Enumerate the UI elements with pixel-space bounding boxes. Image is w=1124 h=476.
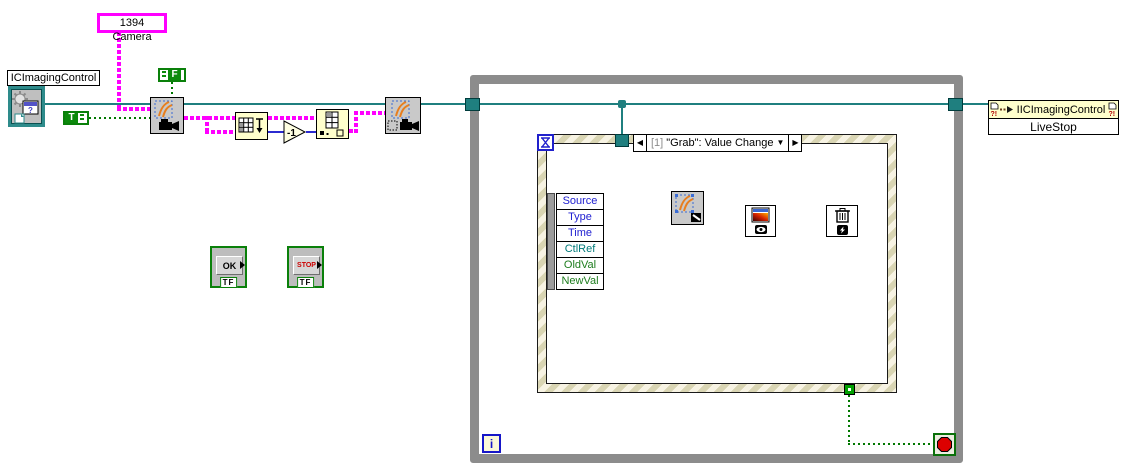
- event-index-label: [1]: [651, 137, 664, 149]
- zap-glyph: [840, 226, 845, 234]
- camera-open-node[interactable]: [150, 97, 184, 134]
- event-selector: ◀ [1] "Grab": Value Change ▼ ▶: [633, 134, 803, 152]
- activex-reference-node[interactable]: ?: [8, 86, 45, 127]
- boolean-output-arrow-icon: [240, 261, 245, 269]
- invoke-method[interactable]: LiveStop: [989, 119, 1118, 134]
- constant-pattern-icon: [162, 71, 166, 79]
- event-dropdown-icon[interactable]: ▼: [776, 138, 785, 147]
- event-data-oldval: OldVal: [556, 257, 604, 274]
- stop-sign-icon: [937, 437, 952, 452]
- event-tunnel-top[interactable]: [615, 134, 629, 147]
- wire-index-out-a[interactable]: [349, 129, 358, 133]
- event-data-ctlref: CtlRef: [556, 241, 604, 258]
- wire-size-to-decrement[interactable]: [268, 131, 284, 133]
- iteration-i-label: i: [489, 436, 494, 451]
- event-data-newval: NewVal: [556, 273, 604, 290]
- wire-index-out-b[interactable]: [354, 111, 358, 133]
- snap-image-node[interactable]: [671, 191, 704, 225]
- false-letter: F: [168, 70, 181, 80]
- hourglass-icon: [541, 137, 550, 148]
- wire-array-branch-horizontal[interactable]: [205, 130, 236, 134]
- image-window-icon: [751, 207, 770, 234]
- prev-event-arrow-icon[interactable]: ◀: [634, 135, 647, 151]
- wire-stop-horizontal[interactable]: [848, 443, 935, 445]
- invoke-class-label[interactable]: IICImagingControl: [1016, 103, 1106, 116]
- activex-container-icon: ?: [12, 91, 39, 124]
- wire-camera-name-horizontal[interactable]: [117, 107, 151, 111]
- stop-button-terminal[interactable]: STOP TF: [287, 246, 324, 288]
- wire-reference-inside-loop[interactable]: [479, 103, 952, 105]
- event-tunnel-bottom[interactable]: [844, 384, 855, 395]
- array-size-icon: [238, 117, 263, 133]
- wire-stop-vertical[interactable]: [848, 395, 850, 444]
- loop-tunnel-right[interactable]: [948, 98, 963, 111]
- constant-pattern-icon: [80, 114, 84, 122]
- invoke-node[interactable]: ?! IICImagingControl ?! LiveStop: [988, 100, 1119, 135]
- index-array-node[interactable]: [316, 109, 349, 139]
- image-display-node[interactable]: [745, 205, 776, 237]
- wire-reference-main[interactable]: [45, 103, 470, 105]
- while-loop[interactable]: [470, 75, 963, 463]
- false-constant[interactable]: F: [158, 68, 186, 82]
- wire-decrement-to-index[interactable]: [306, 131, 317, 133]
- wire-boolean-false[interactable]: [171, 82, 173, 98]
- loop-tunnel-left[interactable]: [465, 98, 480, 111]
- next-event-arrow-icon[interactable]: ▶: [788, 135, 801, 151]
- svg-text:-1: -1: [287, 128, 296, 139]
- ok-button-terminal[interactable]: OK TF: [210, 246, 247, 288]
- loop-iteration-terminal[interactable]: i: [482, 434, 501, 453]
- control-ref-label[interactable]: ICImagingControl: [7, 70, 100, 86]
- camera-config-node[interactable]: [385, 97, 421, 134]
- camera-open-icon: [154, 100, 179, 131]
- boolean-output-arrow-icon: [317, 261, 322, 269]
- ok-button-label: OK: [222, 260, 237, 271]
- event-name-label: "Grab": Value Change: [666, 137, 774, 149]
- tf-type-label: TF: [219, 277, 238, 288]
- array-size-node[interactable]: [235, 112, 268, 140]
- reference-glyph-icon: ?!: [1109, 102, 1117, 117]
- ok-button[interactable]: OK: [216, 256, 243, 275]
- event-data-time: Time: [556, 225, 604, 242]
- method-arrow-icon: [1000, 106, 1013, 113]
- camera-snap-icon: [675, 194, 701, 222]
- wire-boolean-true[interactable]: [89, 117, 150, 119]
- wire-junction-dot[interactable]: [618, 100, 626, 108]
- wire-array-branch-vertical[interactable]: [205, 116, 209, 133]
- event-timeout-icon[interactable]: [537, 134, 554, 151]
- wire-reference-branch-down[interactable]: [621, 105, 623, 136]
- wire-reference-to-invoke[interactable]: [962, 103, 988, 105]
- event-structure[interactable]: [537, 134, 897, 393]
- svg-text:?!: ?!: [991, 111, 998, 117]
- camera-config-icon: [387, 100, 419, 131]
- stop-button-label: STOP: [297, 262, 316, 269]
- event-data-type: Type: [556, 209, 604, 226]
- trash-icon: [835, 208, 850, 235]
- camera-name-constant[interactable]: 1394 Camera: [97, 13, 167, 43]
- reference-glyph-icon: ?!: [991, 102, 999, 117]
- event-data-node[interactable]: Source Type Time CtlRef OldVal NewVal: [547, 193, 604, 290]
- control-ref-text: ICImagingControl: [10, 72, 97, 84]
- camera-name-text: 1394 Camera: [112, 17, 152, 43]
- tf-type-label: TF: [296, 277, 315, 288]
- minus-one-icon: -1: [283, 120, 307, 144]
- stop-button[interactable]: STOP: [293, 256, 320, 275]
- true-letter: T: [65, 113, 78, 123]
- event-data-rail: [547, 193, 555, 290]
- svg-text:?: ?: [28, 106, 33, 115]
- subtract-one-node[interactable]: -1: [283, 120, 307, 144]
- wire-index-out-c[interactable]: [354, 111, 386, 115]
- true-constant[interactable]: T: [63, 111, 89, 125]
- index-array-icon: [320, 111, 344, 137]
- svg-text:?!: ?!: [1109, 111, 1116, 117]
- event-data-source: Source: [556, 193, 604, 210]
- image-dispose-node[interactable]: [826, 205, 858, 237]
- wire-camera-name-vertical[interactable]: [117, 32, 121, 109]
- loop-condition-terminal[interactable]: [933, 433, 956, 456]
